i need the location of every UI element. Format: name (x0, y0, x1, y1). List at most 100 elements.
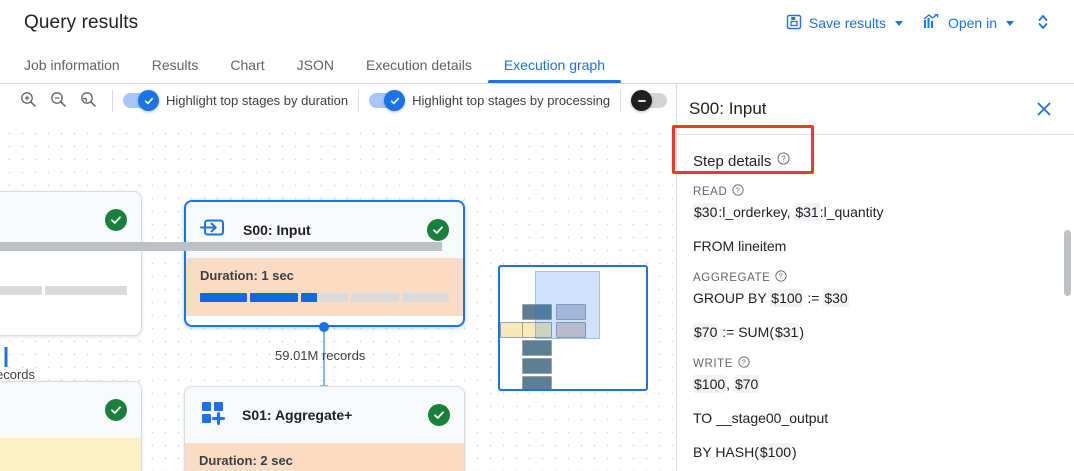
toggle-third[interactable] (631, 90, 668, 111)
zoom-reset-icon (80, 91, 97, 111)
graph-node-s00-input[interactable]: S00: Input Duration: 1 sec (184, 200, 465, 327)
svg-text:?: ? (736, 186, 741, 195)
panel-section-read: READ ? $30:l_orderkey, $31:l_quantity (693, 184, 1058, 222)
help-circle-icon[interactable]: ? (775, 270, 787, 285)
svg-text:?: ? (779, 272, 784, 281)
toolbar-divider (358, 89, 360, 112)
panel-section-key: AGGREGATE ? (693, 270, 1058, 285)
zoom-controls (0, 87, 102, 115)
graph-toolbar: Highlight top stages by duration Highlig… (0, 84, 680, 117)
step-details-label: Step details (693, 152, 772, 170)
canvas-top-band (0, 117, 676, 127)
zoom-reset-button[interactable] (74, 87, 102, 115)
close-icon[interactable] (1030, 95, 1058, 123)
toggle-knob-check-icon (138, 90, 159, 111)
success-check-icon (105, 209, 127, 231)
node-header (0, 382, 141, 438)
tab-execution-graph[interactable]: Execution graph (487, 46, 622, 83)
header-actions: Save results Open in (778, 7, 1074, 40)
bar-segment (45, 286, 127, 295)
toggle-highlight-duration[interactable]: Highlight top stages by duration (123, 90, 348, 111)
panel-divider (677, 134, 1074, 135)
minimap-node (522, 322, 552, 338)
toggle-knob-check-icon (384, 90, 406, 111)
success-check-icon (428, 404, 450, 426)
edge-label-records: 59.01M records (275, 348, 366, 363)
section-key-text: READ (693, 185, 728, 198)
node-duration-label: Duration: 1 sec (200, 268, 294, 283)
tab-json[interactable]: JSON (296, 56, 334, 73)
duration-bar (200, 293, 450, 302)
page-title: Query results (24, 12, 139, 33)
chart-bars-icon (923, 13, 941, 33)
step-details-panel: S00: Input Step details ? (676, 84, 1074, 471)
toggle-processing-label: Highlight top stages by processing (412, 93, 611, 108)
tab-chart[interactable]: Chart (230, 56, 265, 73)
panel-section-value: $30:l_orderkey, $31:l_quantity (693, 203, 884, 221)
canvas-horizontal-scrollbar[interactable] (0, 242, 442, 251)
node-header (0, 192, 141, 248)
duration-bar (0, 286, 127, 295)
panel-title: S00: Input (689, 99, 767, 118)
node-body: Duration: 1 sec (186, 258, 463, 316)
minimap-node (556, 322, 586, 338)
tab-bar: Job information Results Chart JSON Execu… (0, 46, 1074, 84)
toggle-third-switch[interactable] (631, 90, 668, 111)
execution-graph-canvas[interactable]: ecords S00: Input (0, 117, 676, 471)
open-in-label: Open in (947, 15, 997, 31)
node-header: S01: Aggregate+ (185, 387, 464, 443)
node-duration-label: Duration: 2 sec (199, 453, 293, 468)
zoom-out-button[interactable] (44, 87, 72, 115)
save-results-button[interactable]: Save results (778, 8, 911, 39)
toggle-highlight-processing[interactable]: Highlight top stages by processing (369, 90, 611, 111)
toolbar-divider (112, 89, 113, 112)
panel-section-aggregate: AGGREGATE ? GROUP BY $100 := $30 (693, 270, 1058, 308)
help-circle-icon[interactable]: ? (777, 152, 790, 170)
section-key-text: WRITE (693, 357, 734, 370)
node-body: Duration: 2 sec (185, 443, 464, 471)
svg-text:?: ? (782, 154, 787, 163)
tab-results[interactable]: Results (151, 56, 199, 73)
chevron-down-icon (1006, 20, 1014, 26)
panel-section-write: WRITE ? $100, $70 (693, 356, 1058, 394)
minimap-node (522, 340, 552, 356)
panel-section-key: READ ? (693, 184, 1058, 199)
svg-text:?: ? (742, 358, 747, 367)
step-details-header: Step details ? (693, 135, 1058, 184)
tab-job-information[interactable]: Job information (24, 56, 120, 73)
graph-node-left-bottom[interactable] (0, 381, 142, 471)
bar-segment (0, 286, 42, 295)
success-check-icon (427, 219, 449, 241)
minimap-node (522, 304, 552, 320)
bar-segment (351, 293, 399, 302)
node-output-port (319, 322, 329, 332)
help-circle-icon[interactable]: ? (732, 184, 744, 199)
open-in-button[interactable]: Open in (915, 8, 1022, 39)
minimap-node (556, 304, 586, 320)
section-key-text: AGGREGATE (693, 271, 771, 284)
tab-execution-details[interactable]: Execution details (365, 56, 472, 73)
zoom-out-icon (50, 91, 67, 111)
graph-node-left-top[interactable] (0, 191, 142, 336)
bar-segment (200, 293, 248, 302)
minimap-node (522, 376, 552, 389)
save-results-icon (786, 14, 802, 33)
panel-line-sum: $70 := SUM($31) (693, 323, 805, 341)
bar-segment (401, 293, 450, 302)
graph-minimap[interactable] (498, 265, 648, 391)
node-body (0, 438, 141, 471)
chevron-down-icon (894, 20, 903, 26)
zoom-in-button[interactable] (14, 87, 42, 115)
zoom-in-icon (20, 91, 37, 111)
graph-node-s01-aggregate[interactable]: S01: Aggregate+ Duration: 2 sec (184, 386, 465, 471)
bar-segment (300, 293, 349, 302)
panel-line-byhash: BY HASH($100) (693, 443, 797, 461)
panel-vertical-scrollbar[interactable] (1064, 230, 1071, 296)
toggle-processing-switch[interactable] (369, 90, 406, 111)
help-circle-icon[interactable]: ? (738, 356, 750, 371)
success-check-icon (105, 399, 127, 421)
minimap-viewport[interactable] (535, 271, 600, 339)
toggle-duration-switch[interactable] (123, 90, 159, 111)
expand-collapse-button[interactable] (1026, 7, 1060, 40)
